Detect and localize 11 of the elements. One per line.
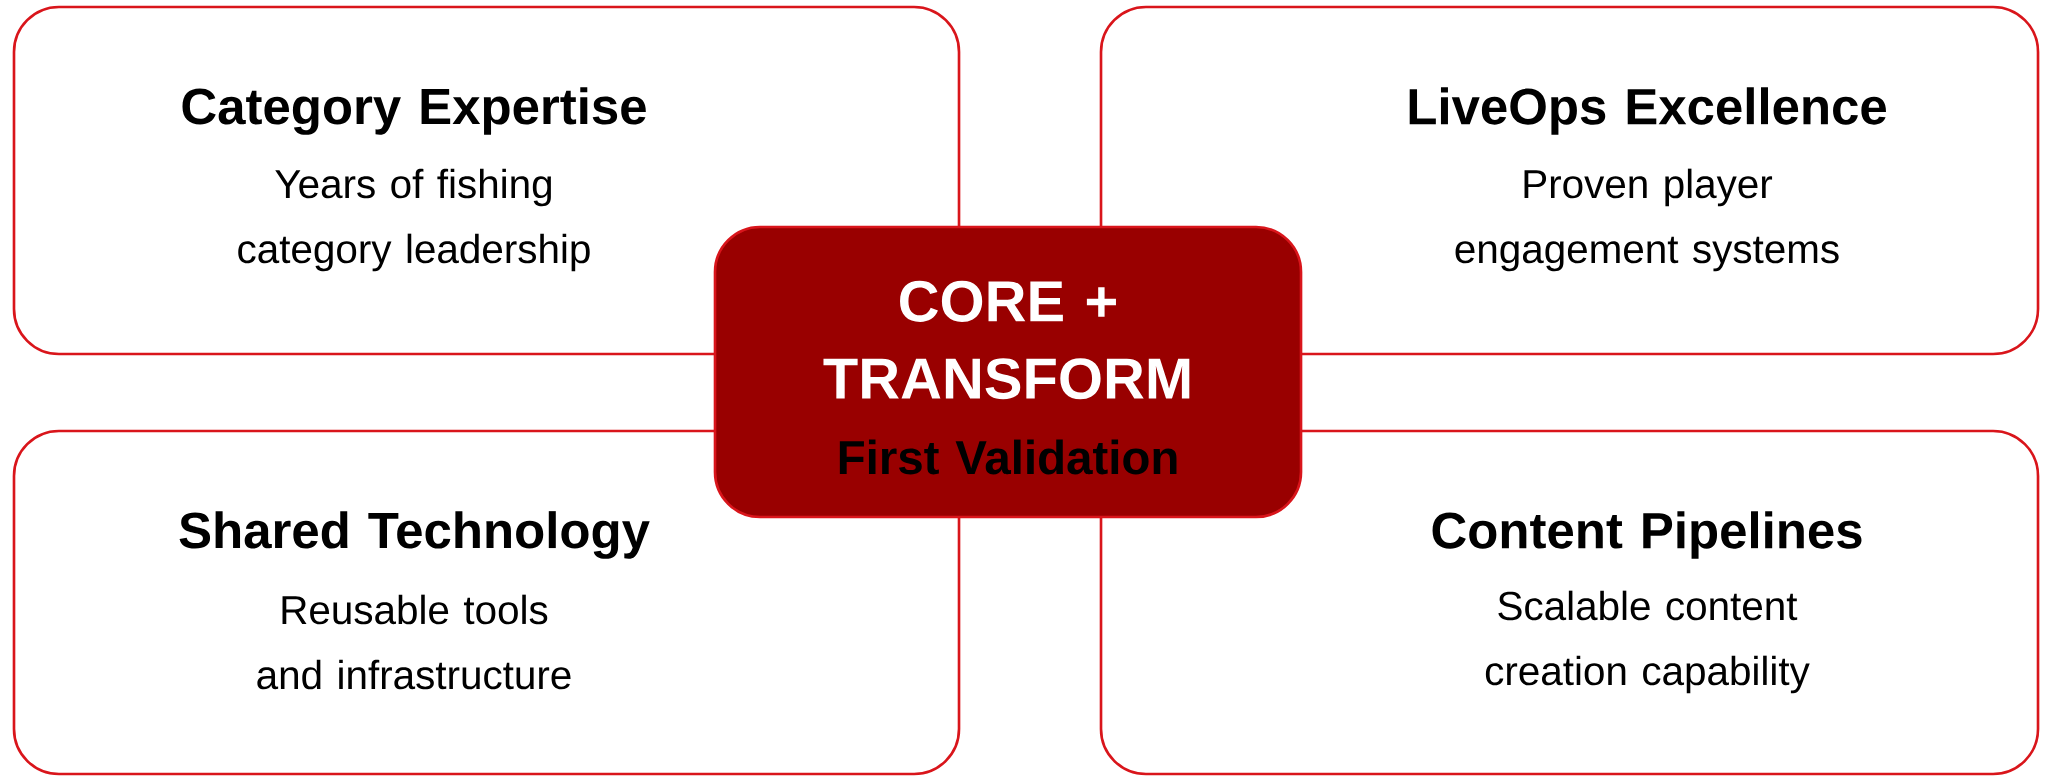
card-heading: LiveOps Excellence [1409, 87, 1886, 135]
card-heading: Shared Technology [179, 511, 650, 559]
core-subtitle: First Validation [839, 439, 1177, 475]
card-heading: Category Expertise [182, 87, 646, 135]
core-box [713, 225, 1303, 519]
card-description: Reusable tools and infrastructure [257, 594, 571, 690]
card-heading: Content Pipelines [1432, 511, 1862, 559]
card-description: Proven player engagement systems [1455, 168, 1839, 272]
card-description: Years of fishing category leadership [238, 168, 590, 272]
card-description: Scalable content creation capability [1485, 590, 1810, 694]
core-title: CORE + TRANSFORM [823, 280, 1190, 400]
